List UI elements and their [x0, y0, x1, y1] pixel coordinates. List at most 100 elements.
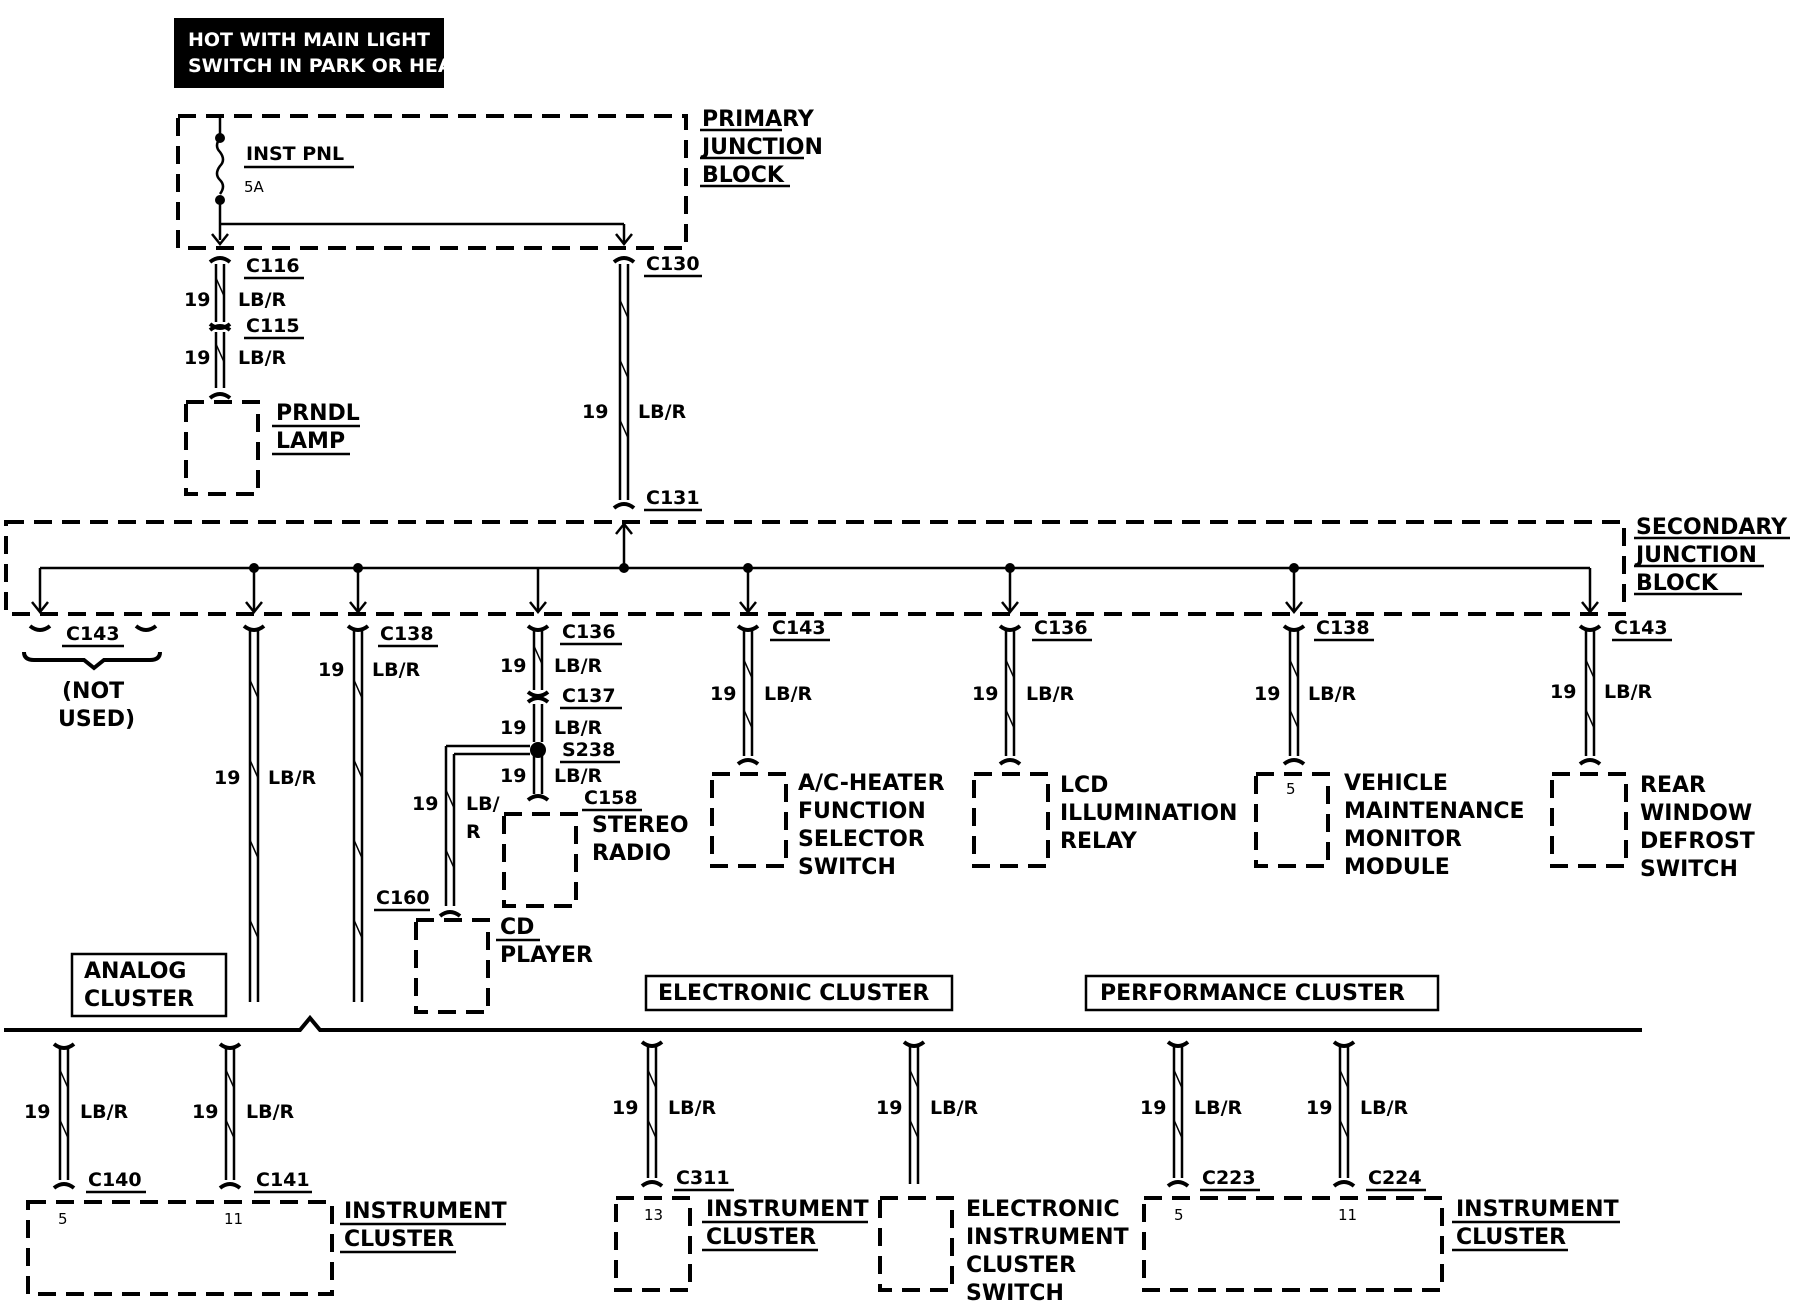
vmm-label-4: MODULE — [1344, 855, 1450, 880]
wire-gauge: 19 — [184, 289, 210, 311]
stereo-radio-box — [502, 812, 578, 908]
secondary-junction-block: SECONDARY JUNCTION BLOCK — [4, 515, 1790, 616]
connector-c115: C115 — [246, 315, 300, 337]
connector-c143-left: C143 — [66, 623, 120, 645]
vmm-label-2: MAINTENANCE — [1344, 799, 1525, 824]
pin-c140: 5 — [58, 1210, 68, 1228]
wire-gauge: 19 — [192, 1101, 218, 1123]
rear-defrost-label-2: WINDOW — [1640, 801, 1752, 826]
electronic-cluster-box — [614, 1196, 692, 1292]
wire-color: LB/R — [638, 401, 687, 423]
pin-c141: 11 — [224, 1210, 243, 1228]
stereo-branch: C136 19 LB/R C137 19 LB/R S238 19 LB/R C… — [374, 621, 689, 1014]
connector-c130: C130 — [646, 253, 700, 275]
wire-color-bottom: R — [466, 821, 481, 843]
connector-c140: C140 — [88, 1169, 142, 1191]
wire-gauge: 19 — [1140, 1097, 1166, 1119]
connector-c136-b: C136 — [1034, 617, 1088, 639]
wire-color: LB/R — [930, 1097, 979, 1119]
eic-switch-label-3: CLUSTER — [966, 1253, 1076, 1278]
fuse-label: INST PNL — [246, 143, 344, 165]
primary-junction-block: PRIMARY JUNCTION BLOCK INST PNL 5A — [176, 107, 823, 250]
splice-s238 — [530, 742, 546, 758]
wire-color: LB/R — [1360, 1097, 1409, 1119]
wire-gauge: 19 — [582, 401, 608, 423]
wire-color: LB/R — [246, 1101, 295, 1123]
performance-cluster-label: PERFORMANCE CLUSTER — [1100, 981, 1405, 1006]
wire-color: LB/R — [268, 767, 317, 789]
vmm-branch: C138 19 LB/R 5 VEHICLE MAINTENANCE MONIT… — [1254, 617, 1525, 880]
wire-gauge: 19 — [184, 347, 210, 369]
lcd-label-1: LCD — [1060, 773, 1108, 798]
fuse-icon — [215, 118, 225, 240]
eic-switch-label-4: SWITCH — [966, 1281, 1064, 1306]
wire-color: LB/R — [80, 1101, 129, 1123]
connector-c160: C160 — [376, 887, 430, 909]
analog-cluster-box — [26, 1200, 334, 1296]
electronic-cluster-label: ELECTRONIC CLUSTER — [658, 981, 929, 1006]
secondary-block-title-1: SECONDARY — [1636, 515, 1788, 540]
hot-note-line-1: HOT WITH MAIN LIGHT — [188, 29, 430, 51]
vmm-label-1: VEHICLE — [1344, 771, 1448, 796]
wire-gauge: 19 — [1306, 1097, 1332, 1119]
pin-c224: 11 — [1338, 1206, 1357, 1224]
wire-color: LB/R — [554, 717, 603, 739]
analog-cluster-label-1: ANALOG — [84, 959, 186, 984]
prndl-label-2: LAMP — [276, 429, 345, 454]
c130-c131-feed: C130 19 LB/R C131 — [582, 253, 702, 512]
lcd-relay-box — [972, 772, 1050, 868]
not-used-label-2: USED) — [58, 707, 135, 732]
primary-block-title-3: BLOCK — [702, 163, 785, 188]
rear-defrost-branch: C143 19 LB/R REAR WINDOW DEFROST SWITCH — [1550, 617, 1755, 882]
cd-label-2: PLAYER — [500, 943, 593, 968]
connector-c143-a: C143 — [772, 617, 826, 639]
wire-color-top: LB/ — [466, 793, 500, 815]
wire-gauge: 19 — [412, 793, 438, 815]
performance-cluster-box — [1142, 1196, 1444, 1292]
ac-heater-label-3: SELECTOR — [798, 827, 925, 852]
wire-color: LB/R — [372, 659, 421, 681]
connector-c158: C158 — [584, 787, 638, 809]
wire-color: LB/R — [668, 1097, 717, 1119]
wire-color: LB/R — [1026, 683, 1075, 705]
rear-defrost-label-3: DEFROST — [1640, 829, 1755, 854]
wire-color: LB/R — [238, 347, 287, 369]
hot-note: HOT WITH MAIN LIGHT SWITCH IN PARK OR HE… — [174, 18, 468, 88]
electronic-ic-label-1: INSTRUMENT — [706, 1197, 869, 1222]
cd-label-1: CD — [500, 915, 534, 940]
wire-gauge: 19 — [1254, 683, 1280, 705]
performance-ic-label-2: CLUSTER — [1456, 1225, 1566, 1250]
connector-c116: C116 — [246, 255, 300, 277]
wire-gauge: 19 — [710, 683, 736, 705]
connector-c138-b: C138 — [1316, 617, 1370, 639]
analog-cluster-feed: 19 LB/R C138 19 LB/R — [214, 623, 438, 1002]
eic-switch-label-2: INSTRUMENT — [966, 1225, 1129, 1250]
performance-instrument-cluster: 19 LB/R C223 19 LB/R C224 5 11 INSTRUMEN… — [1140, 1040, 1620, 1292]
connector-c224: C224 — [1368, 1167, 1422, 1189]
pin-c223: 5 — [1174, 1206, 1184, 1224]
connector-c137: C137 — [562, 685, 616, 707]
ac-heater-label-1: A/C-HEATER — [798, 771, 945, 796]
rear-defrost-label-1: REAR — [1640, 773, 1706, 798]
wire-gauge: 19 — [500, 765, 526, 787]
prndl-label-1: PRNDL — [276, 401, 360, 426]
wire-color: LB/R — [238, 289, 287, 311]
ac-heater-label-4: SWITCH — [798, 855, 896, 880]
ac-heater-branch: C143 19 LB/R A/C-HEATER FUNCTION SELECTO… — [710, 617, 945, 880]
connector-c138-left: C138 — [380, 623, 434, 645]
secondary-block-title-2: JUNCTION — [1634, 543, 1757, 568]
analog-cluster-label-2: CLUSTER — [84, 987, 194, 1012]
pin-c311: 13 — [644, 1206, 663, 1224]
connector-c136-left: C136 — [562, 621, 616, 643]
connector-c311: C311 — [676, 1167, 730, 1189]
not-used-label-1: (NOT — [62, 679, 124, 704]
connector-c223: C223 — [1202, 1167, 1256, 1189]
wire-color: LB/R — [554, 765, 603, 787]
lcd-branch: C136 19 LB/R LCD ILLUMINATION RELAY — [972, 617, 1237, 868]
prndl-branch: C116 19 LB/R C115 19 LB/R PRNDL LAMP — [184, 255, 360, 496]
ac-heater-box — [710, 772, 788, 868]
analog-ic-label-1: INSTRUMENT — [344, 1199, 507, 1224]
wire-color: LB/R — [1604, 681, 1653, 703]
vmm-pin: 5 — [1286, 780, 1296, 798]
